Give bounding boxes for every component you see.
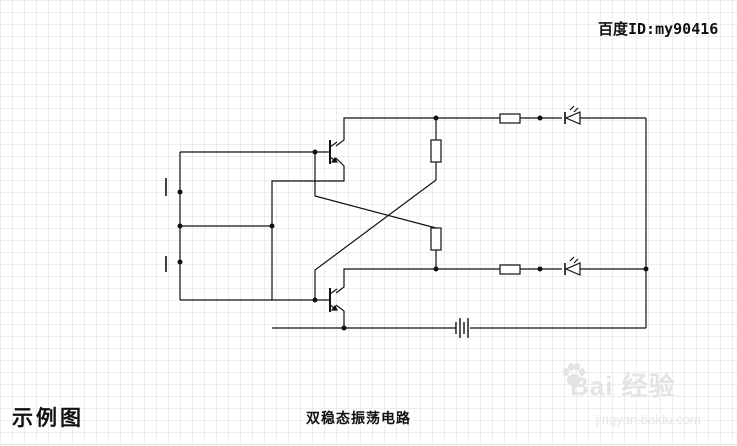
watermark-url: jingyan.baidu.com [596, 412, 701, 427]
circuit-title: 双稳态振荡电路 [306, 411, 411, 427]
led-1 [564, 105, 581, 125]
transistor-q1 [329, 140, 338, 164]
wires [179, 117, 647, 329]
battery [455, 318, 469, 338]
example-label: 示例图 [12, 405, 84, 430]
resistor-r3 [499, 113, 521, 124]
watermark-brand: Bai 经验 [570, 371, 676, 401]
junction-dots [177, 115, 649, 331]
resistor-r4 [499, 264, 521, 275]
resistor-r1 [430, 139, 442, 163]
paw-icon [563, 363, 585, 386]
led-2 [564, 256, 581, 276]
resistor-r2 [430, 227, 442, 251]
transistor-q2 [329, 288, 338, 312]
baidu-watermark: Bai 经验 jingyan.baidu.com [560, 362, 730, 438]
baidu-id-label: 百度ID:my90416 [598, 20, 719, 38]
